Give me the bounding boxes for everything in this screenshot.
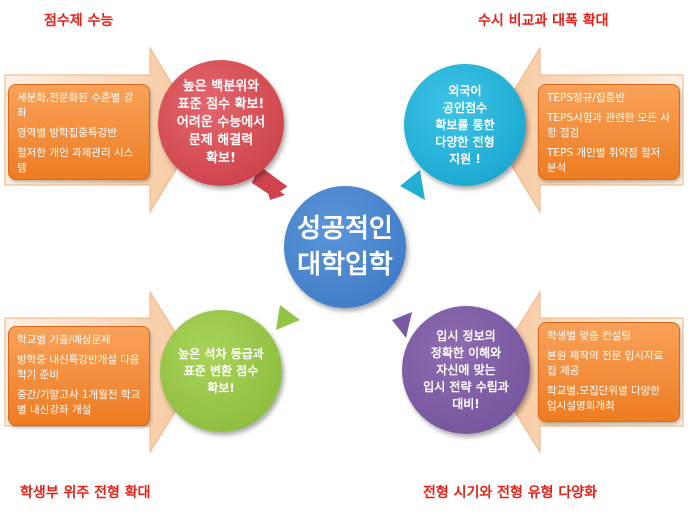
circle-line: 대비!: [452, 396, 480, 411]
circle-blue: 외국어 공인점수 확보를 통한 다양한 전형 지원 !: [404, 64, 526, 186]
box-top-right: TEPS정규/집중반 TEPS시험과 관련한 모든 사항 점검 TEPS 개인별…: [538, 84, 680, 180]
circle-red: 높은 백분위와 표준 점수 확보! 어려운 수능에서 문제 해결력 확보!: [158, 60, 284, 186]
box-item: 세분화,전문화된 수준별 강좌: [17, 92, 134, 119]
circle-line: 문제 해결력: [188, 133, 254, 148]
box-bottom-left: 학교별 기출/예상문제 방학중 내신특강반개설 다음학기 준비 중간/기말고사 …: [8, 326, 150, 426]
circle-line: 외국어: [448, 83, 482, 98]
circle-line: 정확한 이해와: [430, 345, 502, 360]
box-item: TEPS정규/집중반: [547, 92, 625, 104]
box-item: TEPS 개인별 취약점 철저 분석: [547, 147, 661, 174]
circle-line: 확보!: [206, 151, 236, 166]
circle-line: 어려운 수능에서: [176, 115, 266, 130]
box-item: 학생별 맞춤 컨설팅: [547, 330, 631, 342]
title-bottom-right: 전형 시기와 전형 유형 다양화: [423, 485, 598, 501]
circle-line: 입시 전략 수립과: [423, 379, 509, 394]
circle-line: 확보를 통한: [435, 117, 495, 132]
circle-line: 지원 !: [449, 151, 481, 166]
circle-line: 높은 석차 등급과: [178, 346, 264, 361]
box-item: 영역별 방학집중특강반: [17, 127, 117, 139]
circle-center: 성공적인 대학입학: [284, 186, 406, 308]
box-item: 방학중 내신특강반개설 다음학기 준비: [17, 354, 140, 381]
box-top-left: 세분화,전문화된 수준별 강좌 영역별 방학집중특강반 철저한 개인 과제관리 …: [8, 84, 150, 180]
pointer-arrow-green: [276, 305, 300, 330]
title-bottom-left: 학생부 위주 전형 확대: [20, 485, 151, 501]
box-item: 본원 제작의 전문 입시자료집 제공: [547, 350, 664, 377]
box-item: TEPS시험과 관련한 모든 사항 점검: [547, 112, 670, 139]
circle-line: 확보!: [207, 380, 235, 395]
center-title-line: 성공적인: [297, 214, 393, 244]
circle-line: 높은 백분위와: [182, 79, 260, 94]
title-top-right: 수시 비교과 대폭 확대: [478, 13, 609, 29]
circle-green: 높은 석차 등급과 표준 변환 점수 확보!: [160, 310, 282, 432]
circle-line: 다양한 전형: [435, 134, 495, 149]
box-item: 중간/기말고사 1개월전 학교별 내신강좌 개설: [17, 389, 141, 416]
box-bottom-right: 학생별 맞춤 컨설팅 본원 제작의 전문 입시자료집 제공 학교별,모집단위별 …: [538, 322, 680, 422]
circle-purple: 입시 정보의 정확한 이해와 자신에 맞는 입시 전략 수립과 대비!: [402, 306, 530, 434]
circle-line: 공인점수: [442, 100, 488, 115]
circle-line: 입시 정보의: [436, 328, 496, 343]
pointer-arrow-red: [251, 166, 288, 197]
pointer-arrow-blue: [400, 170, 425, 200]
center-title-line: 대학입학: [297, 250, 393, 280]
box-item: 철저한 개인 과제관리 시스템: [17, 147, 134, 174]
circle-line: 표준 변환 점수: [183, 363, 259, 378]
title-top-left: 점수제 수능: [44, 13, 114, 29]
box-item: 학교별 기출/예상문제: [17, 334, 111, 346]
circle-line: 표준 점수 확보!: [177, 97, 265, 112]
pointer-arrow-purple: [392, 312, 412, 338]
box-item: 학교별,모집단위별 다양한 입시설명회개최: [547, 385, 660, 412]
circle-line: 자신에 맞는: [436, 362, 496, 377]
